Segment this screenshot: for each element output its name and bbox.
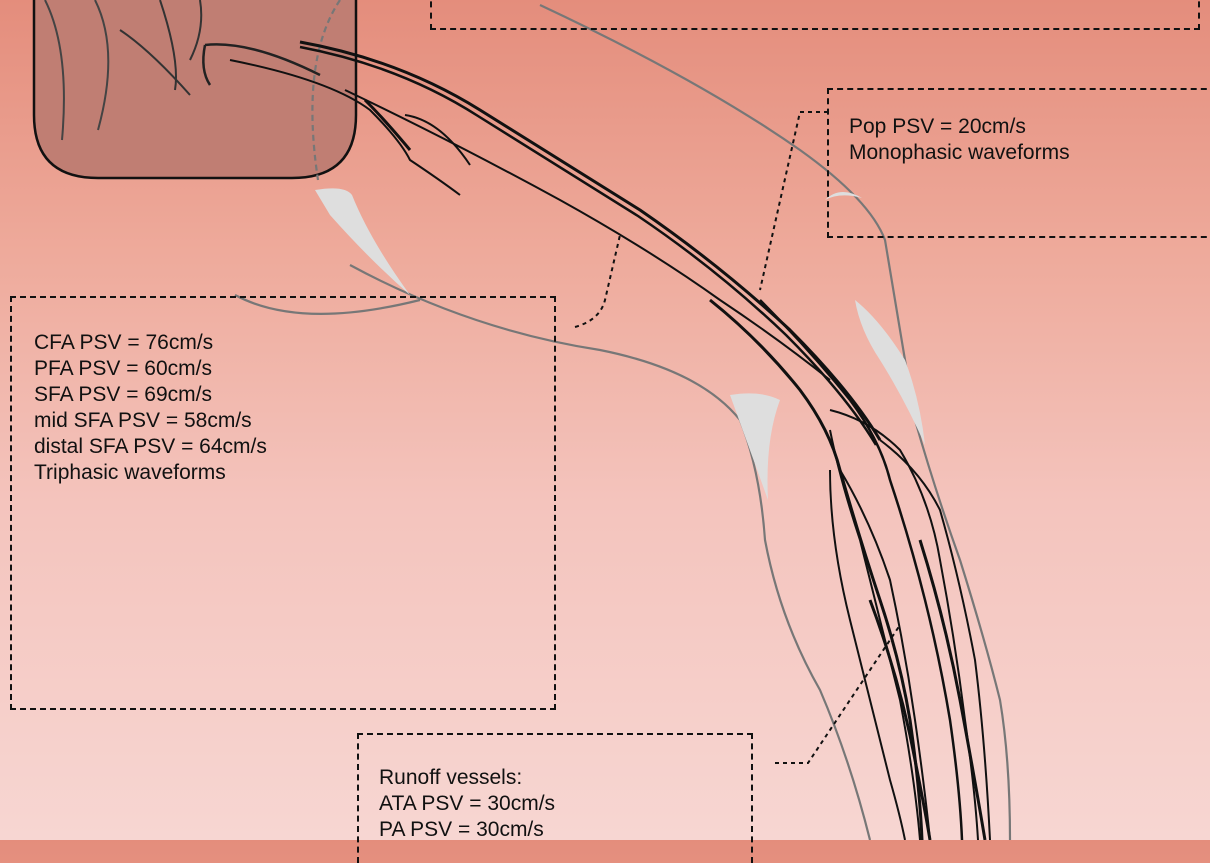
distal-sfa-psv-text: distal SFA PSV = 64cm/s [34, 434, 554, 460]
pop-callout-leader [760, 112, 828, 290]
top-annotation-box [430, 0, 1200, 30]
pop-waveform-text: Monophasic waveforms [849, 140, 1210, 166]
pelvis-illustration [34, 0, 356, 178]
pfa-psv-text: PFA PSV = 60cm/s [34, 356, 554, 382]
popliteal-artery-wall [760, 300, 962, 840]
runoff-annotation-box: Runoff vessels: ATA PSV = 30cm/s PA PSV … [357, 733, 753, 863]
popliteal-annotation-box: Pop PSV = 20cm/s Monophasic waveforms [827, 88, 1210, 238]
pa-psv-text: PA PSV = 30cm/s [379, 817, 751, 843]
thigh-callout-leader [575, 235, 620, 327]
peroneal-artery-branch [830, 430, 920, 840]
runoff-heading-text: Runoff vessels: [379, 765, 751, 791]
tibia-highlight [730, 393, 780, 500]
femoral-head-highlight [315, 188, 410, 295]
thigh-annotation-box: CFA PSV = 76cm/s PFA PSV = 60cm/s SFA PS… [10, 296, 556, 710]
posterior-tibial-artery [830, 470, 905, 840]
profunda-branch-detail [365, 100, 410, 150]
cfa-psv-text: CFA PSV = 76cm/s [34, 330, 554, 356]
pop-psv-text: Pop PSV = 20cm/s [849, 114, 1210, 140]
ata-psv-text: ATA PSV = 30cm/s [379, 791, 751, 817]
thigh-waveform-text: Triphasic waveforms [34, 460, 554, 486]
pelvis-shape [34, 0, 356, 178]
sfa-psv-text: SFA PSV = 69cm/s [34, 382, 554, 408]
profunda-branch [405, 115, 470, 165]
mid-sfa-psv-text: mid SFA PSV = 58cm/s [34, 408, 554, 434]
